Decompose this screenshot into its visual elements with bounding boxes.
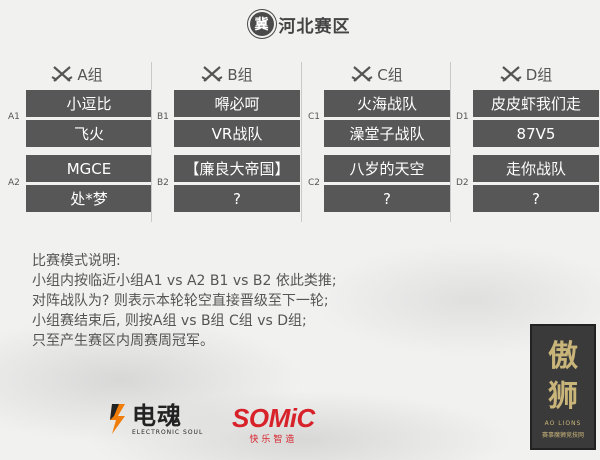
ao-lions-logo: 傲 狮 AO LIONS 赛事魔狮竞技网 [532,326,594,448]
group-b-title: B组 [227,65,253,84]
group-d-title: D组 [525,65,553,84]
team-slot: 澡堂子战队 [324,120,450,147]
group-c: C组 C1 C2 火海战队 澡堂子战队 八岁的天空 ? [301,62,452,222]
team-slot: 皮皮虾我们走 [473,90,599,117]
seed-label: A2 [8,178,20,188]
rules-line: 只至产生赛区内周赛周冠军。 [32,333,214,349]
logo-en-text: AO LIONS [544,420,582,427]
group-b: B组 B1 B2 嘚必呵 VR战队 【廉良大帝国】 ? [151,62,302,222]
rules-text: 比赛模式说明: 小组内按临近小组A1 vs A2 B1 vs B2 依此类推; … [32,251,452,351]
seed-label: C1 [308,112,321,122]
province-badge: 冀 [249,12,274,36]
group-d-header: D组 [451,62,600,86]
team-slot: 八岁的天空 [324,155,450,182]
sponsor-name: SOMiC [232,403,315,433]
sponsor-name: 电魂 [132,401,182,430]
crossed-swords-icon [351,66,373,82]
seed-label: A1 [8,112,20,122]
seed-label: D1 [456,112,469,122]
team-slot: ? [324,185,450,212]
crossed-swords-icon [201,66,223,82]
group-b-header: B组 [152,62,302,86]
logo-char: 傲 [548,339,578,374]
sponsor-subtitle: 快乐智造 [249,435,298,445]
page-header: 冀 河北赛区 [0,9,600,39]
logo-char: 狮 [548,379,578,414]
team-slot: 飞火 [26,120,152,147]
seed-label: B1 [157,112,169,122]
team-slot: 火海战队 [324,90,450,117]
rules-line: 对阵战队为? 则表示本轮轮空直接晋级至下一轮; [32,293,329,309]
crossed-swords-icon [500,66,522,82]
rules-heading: 比赛模式说明: [32,253,121,269]
team-slot: 【廉良大帝国】 [174,155,300,182]
group-a-header: A组 [2,62,152,86]
seed-label: C2 [308,178,321,188]
crossed-swords-icon [51,66,73,82]
lightning-bolt-icon [108,402,128,436]
somic-logo: SOMiC 快乐智造 [232,404,315,445]
team-slot: ? [473,185,599,212]
team-slot: ? [174,185,300,212]
team-slot: 嘚必呵 [174,90,300,117]
group-c-header: C组 [302,62,452,86]
seed-label: D2 [456,178,469,188]
group-d: D组 D1 D2 皮皮虾我们走 87V5 走你战队 ? [450,62,600,222]
team-slot: MGCE [26,155,152,182]
team-slot: 87V5 [473,120,599,147]
group-a-title: A组 [77,65,103,84]
rules-line: 小组内按临近小组A1 vs A2 B1 vs B2 依此类推; [32,273,337,289]
team-slot: 处*梦 [26,185,152,212]
electronic-soul-logo: 电魂 ELECTRONIC SOUL [108,402,203,436]
sponsor-subtitle: ELECTRONIC SOUL [132,428,204,436]
team-slot: 走你战队 [473,155,599,182]
team-slot: 小逗比 [26,90,152,117]
group-c-title: C组 [377,65,403,84]
seed-label: B2 [157,178,169,188]
group-a: A组 A1 A2 小逗比 飞火 MGCE 处*梦 [2,62,152,222]
team-slot: VR战队 [174,120,300,147]
logo-cn-text: 赛事魔狮竞技网 [541,432,584,439]
rules-line: 小组赛结束后, 则按A组 vs B组 C组 vs D组; [32,313,307,329]
page-title: 河北赛区 [278,16,351,37]
